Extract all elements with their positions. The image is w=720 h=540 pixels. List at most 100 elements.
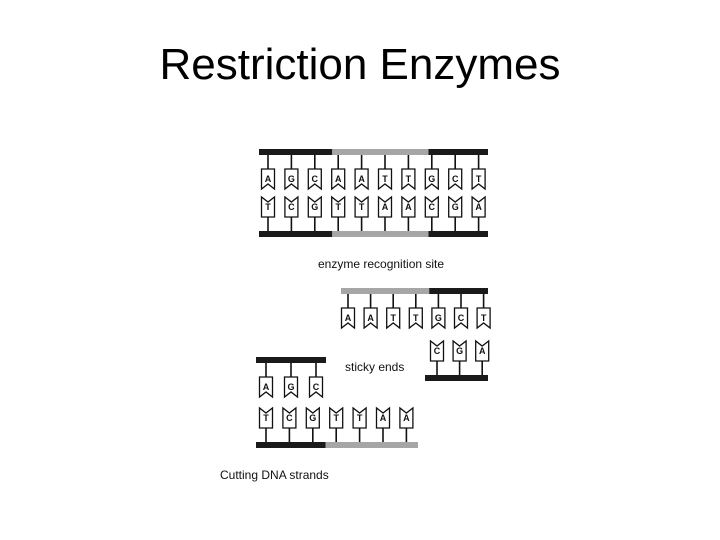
intact-top-base-9: C — [448, 155, 463, 191]
intact-bottom-base-3-body — [307, 195, 322, 218]
intact-bottom-base-1-letter: T — [265, 202, 271, 212]
intact-top-base-8-letter: G — [428, 174, 435, 184]
right-bottom-base-2: G — [452, 339, 467, 375]
intact-bottom-backbone-seg-2 — [428, 231, 488, 237]
right-top-base-3-letter: T — [390, 313, 396, 323]
left-bottom-base-1-body — [258, 406, 274, 429]
right-top-base-2-body — [363, 307, 378, 330]
left-bottom-base-4-letter: T — [333, 413, 339, 423]
intact-top-base-10-letter: T — [476, 174, 482, 184]
left-bottom-base-3: G — [305, 406, 320, 442]
right-bottom-base-1-letter: C — [434, 346, 441, 356]
right-top-base-6-body — [453, 307, 469, 330]
intact-top-base-2-letter: G — [288, 174, 295, 184]
right-top-base-4: T — [408, 294, 423, 330]
intact-bottom-base-10-letter: A — [475, 202, 482, 212]
left-bottom-base-6-body — [375, 406, 391, 429]
intact-bottom-base-5-letter: T — [359, 202, 365, 212]
right-top-base-3: T — [386, 294, 401, 330]
right-top-base-1-letter: A — [345, 313, 352, 323]
recognition-site-label: enzyme recognition site — [318, 257, 444, 271]
intact-bottom-base-6: A — [377, 195, 393, 231]
left-bottom-base-6-letter: A — [380, 413, 387, 423]
left-bottom-base-3-letter: G — [309, 413, 316, 423]
intact-bottom-base-9-body — [448, 195, 463, 218]
intact-top-base-9-letter: C — [452, 174, 459, 184]
right-top-base-7-body — [476, 307, 491, 330]
intact-top-base-5-body — [354, 168, 369, 191]
intact-top-base-6-body — [377, 168, 393, 191]
right-top-base-6-letter: C — [458, 313, 465, 323]
intact-bottom-backbone-seg-0 — [259, 231, 333, 237]
right-top-base-2: A — [363, 294, 378, 330]
left-bottom-base-4-body — [329, 406, 344, 429]
intact-top-base-6: T — [377, 155, 393, 191]
left-top-base-2-body — [283, 376, 299, 399]
right-top-base-3-body — [386, 307, 401, 330]
intact-top-base-10-body — [471, 168, 486, 191]
left-top-base-1-letter: A — [263, 382, 270, 392]
intact-top-base-6-letter: T — [382, 174, 388, 184]
intact-top-base-2-body — [284, 168, 299, 191]
right-top-base-2-letter: A — [367, 313, 374, 323]
left-bottom-base-5-body — [352, 406, 367, 429]
intact-bottom-base-4-letter: T — [335, 202, 341, 212]
right-top-base-5: G — [431, 294, 446, 330]
intact-top-backbone-seg-2 — [428, 149, 488, 155]
intact-bottom-base-2: C — [284, 195, 299, 231]
intact-bottom-base-6-body — [377, 195, 393, 218]
intact-bottom-base-4-body — [331, 195, 346, 218]
intact-top-base-7: T — [401, 155, 416, 191]
right-bottom-base-3-body — [475, 339, 490, 362]
right-bottom-base-1-body — [429, 339, 445, 362]
intact-top-base-4-body — [331, 168, 346, 191]
left-top-base-2: G — [283, 363, 299, 399]
intact-bottom-base-8-letter: C — [429, 202, 436, 212]
left-bottom-base-7-letter: A — [403, 413, 410, 423]
intact-top-base-4-letter: A — [335, 174, 342, 184]
intact-bottom-base-4: T — [331, 195, 346, 231]
intact-bottom-base-2-body — [284, 195, 299, 218]
intact-bottom-base-9-letter: G — [452, 202, 459, 212]
intact-top-base-3-body — [307, 168, 322, 191]
intact-bottom-base-5: T — [354, 195, 369, 231]
intact-top-base-9-body — [448, 168, 463, 191]
intact-top-base-1-letter: A — [265, 174, 272, 184]
caption-label: Cutting DNA strands — [220, 468, 329, 482]
intact-bottom-base-10-body — [471, 195, 486, 218]
right-top-backbone-seg-0 — [341, 288, 430, 294]
left-bottom-base-7-body — [399, 406, 414, 429]
left-bottom-base-1-letter: T — [263, 413, 269, 423]
intact-bottom-base-9: G — [448, 195, 463, 231]
right-bottom-base-2-letter: G — [456, 346, 463, 356]
intact-bottom-base-3-letter: G — [311, 202, 318, 212]
left-bottom-base-5-letter: T — [357, 413, 363, 423]
intact-top-base-4: A — [331, 155, 346, 191]
left-bottom-base-1: T — [258, 406, 274, 442]
intact-top-base-1: A — [260, 155, 276, 191]
intact-bottom-base-7: A — [401, 195, 416, 231]
intact-top-base-8-body — [424, 168, 439, 191]
intact-top-base-10: T — [471, 155, 486, 191]
left-bottom-base-3-body — [305, 406, 320, 429]
left-top-base-3-body — [308, 376, 324, 399]
intact-top-base-1-body — [260, 168, 276, 191]
intact-bottom-base-1-body — [260, 195, 276, 218]
intact-bottom-base-6-letter: A — [382, 202, 389, 212]
left-bottom-base-7: A — [399, 406, 414, 442]
left-top-base-3-letter: C — [313, 382, 320, 392]
slide-title: Restriction Enzymes — [159, 40, 561, 89]
right-top-base-1: A — [340, 294, 356, 330]
left-top-backbone-seg-0 — [256, 357, 326, 363]
left-bottom-base-6: A — [375, 406, 391, 442]
left-bottom-base-5: T — [352, 406, 367, 442]
sticky-ends-label: sticky ends — [345, 360, 404, 374]
intact-top-base-8: G — [424, 155, 439, 191]
right-bottom-base-3-letter: A — [479, 346, 486, 356]
left-bottom-base-2: C — [282, 406, 297, 442]
intact-top-backbone-seg-1 — [332, 149, 429, 155]
intact-top-base-5: A — [354, 155, 369, 191]
right-top-backbone-seg-1 — [429, 288, 488, 294]
